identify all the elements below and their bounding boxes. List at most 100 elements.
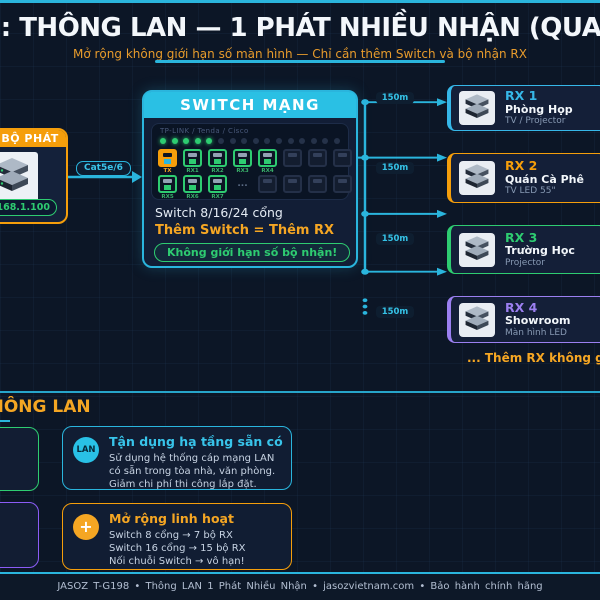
- led-indicator: [206, 138, 213, 144]
- port-label: RX1: [186, 168, 199, 174]
- port-empty: [308, 149, 327, 167]
- page-subtitle: Mở rộng không giới hạn số màn hình — Chỉ…: [72, 47, 528, 61]
- rx2-card: RX 2 Quán Cà Phê TV LED 55": [447, 153, 600, 203]
- top-accent-strip: [0, 0, 600, 3]
- rx4-id: RX 4: [505, 299, 538, 315]
- more-rx-note: ... Thêm RX không giới hạn!: [467, 351, 600, 365]
- led-indicator: [217, 138, 224, 144]
- benefit-body: Sử dụng hệ thống cáp mạng LAN có sẵn tro…: [109, 452, 275, 492]
- port-rx4: [258, 149, 277, 167]
- benefit-line: Giảm chi phí thi công lắp đặt.: [109, 479, 257, 491]
- rx4-card: RX 4 Showroom Màn hình LED: [447, 296, 600, 343]
- title-underline: [155, 60, 445, 63]
- port-empty: [333, 175, 352, 193]
- section-separator: [0, 391, 600, 393]
- lan-circle-icon: LAN: [73, 437, 99, 463]
- tx-transmitter-card: TX — BỘ PHÁT 192.168.1.100: [0, 128, 68, 224]
- led-indicator: [322, 138, 329, 144]
- port-row-1: TX RX1 RX2 RX3 RX4: [158, 149, 352, 174]
- footer-separator: [0, 572, 600, 575]
- transmitter-device-icon: [0, 158, 28, 191]
- unlimited-rx-badge: Không giới hạn số bộ nhận!: [154, 243, 351, 262]
- distance-label: 150m: [376, 92, 414, 104]
- switch-card-header: SWITCH MẠNG: [144, 92, 356, 118]
- port-empty: [283, 149, 302, 167]
- rx4-name: Showroom: [505, 314, 571, 328]
- page-title: CHẾ ĐỘ 2: THÔNG LAN — 1 PHÁT NHIỀU NHẬN …: [0, 13, 600, 43]
- benefit-card-cutoff-purple: [0, 502, 39, 568]
- footer-text: JASOZ T-G198 • Thông LAN 1 Phát Nhiều Nh…: [57, 581, 543, 592]
- benefit-body: Switch 8 cổng → 7 bộ RX Switch 16 cổng →…: [109, 529, 246, 569]
- led-indicator: [229, 138, 236, 144]
- rx1-card: RX 1 Phòng Họp TV / Projector: [447, 85, 600, 131]
- port-rx5: [158, 175, 177, 193]
- benefit-line: Sử dụng hệ thống cáp mạng LAN: [109, 453, 275, 464]
- port-empty: [258, 175, 277, 193]
- switch-faceplate: TP-LINK / Tenda / Cisco TX RX1 RX2 RX3 R…: [151, 123, 352, 200]
- rx1-device-image: [459, 91, 495, 125]
- port-label: RX6: [186, 194, 199, 200]
- led-indicator: [275, 138, 282, 144]
- rx1-id: RX 1: [505, 88, 538, 104]
- tx-card-header: TX — BỘ PHÁT: [0, 130, 66, 147]
- led-indicator: [183, 138, 190, 144]
- port-empty: [308, 175, 327, 193]
- rx2-id: RX 2: [505, 158, 538, 174]
- benefits-heading-underline: [0, 420, 10, 422]
- rx2-device: TV LED 55": [505, 186, 556, 197]
- distance-label: 150m: [376, 306, 414, 318]
- benefit-line: Nối chuỗi Switch → vô hạn!: [109, 556, 245, 568]
- port-label: RX7: [211, 194, 224, 200]
- benefit-title: Tận dụng hạ tầng sẵn có: [109, 434, 283, 449]
- led-indicator: [171, 138, 178, 144]
- port-empty: [283, 175, 302, 193]
- benefit-line: Switch 16 cổng → 15 bộ RX: [109, 543, 246, 555]
- switch-spec-text: Switch 8/16/24 cổng: [155, 205, 283, 220]
- port-label: TX: [163, 168, 172, 174]
- led-indicator: [299, 138, 306, 144]
- benefit-line: có sẵn trong tòa nhà, văn phòng.: [109, 466, 276, 478]
- rx4-device: Màn hình LED: [505, 327, 567, 338]
- led-indicator: [287, 138, 294, 144]
- port-label: RX5: [161, 194, 174, 200]
- rx3-device-image: [459, 232, 495, 267]
- rx2-name: Quán Cà Phê: [505, 172, 584, 186]
- benefit-card-expand: + Mở rộng linh hoạt Switch 8 cổng → 7 bộ…: [62, 503, 292, 570]
- switch-note-text: Thêm Switch = Thêm RX: [155, 223, 335, 238]
- benefit-line: Switch 8 cổng → 7 bộ RX: [109, 530, 233, 541]
- rx3-name: Trường Học: [505, 244, 575, 258]
- led-indicator: [160, 138, 166, 144]
- led-indicator: [252, 138, 259, 144]
- led-indicator: [241, 138, 248, 144]
- rx1-device: TV / Projector: [505, 116, 566, 127]
- port-rx6: [183, 175, 202, 193]
- port-label: RX3: [236, 168, 249, 174]
- rx3-card: RX 3 Trường Học Projector: [447, 225, 600, 274]
- benefit-card-lan: LAN Tận dụng hạ tầng sẵn có Sử dụng hệ t…: [62, 426, 292, 490]
- port-rx3: [233, 149, 252, 167]
- tx-device-image: [0, 152, 38, 202]
- ports-ellipsis: ...: [237, 179, 248, 189]
- footer-band: [0, 574, 600, 600]
- plus-circle-icon: +: [73, 514, 99, 540]
- cable-arrow: [68, 171, 142, 183]
- led-indicator: [264, 138, 271, 144]
- port-label: RX2: [211, 168, 224, 174]
- led-indicator: [333, 138, 340, 144]
- switch-card: SWITCH MẠNG TP-LINK / Tenda / Cisco TX R…: [142, 90, 358, 268]
- benefit-title: Mở rộng linh hoạt: [109, 511, 234, 526]
- tx-ip-badge: 192.168.1.100: [0, 199, 57, 216]
- led-row: [160, 138, 340, 144]
- distance-label: 150m: [376, 233, 414, 245]
- port-label: RX4: [261, 168, 274, 174]
- port-row-2: RX5 RX6 RX7 ...: [158, 175, 352, 200]
- led-indicator: [194, 138, 201, 144]
- rx3-id: RX 3: [505, 229, 538, 245]
- port-empty: [333, 149, 352, 167]
- port-rx1: [183, 149, 202, 167]
- benefit-card-cutoff-green: [0, 427, 39, 491]
- rx4-device-image: [459, 302, 495, 337]
- cable-label: Cat5e/6: [76, 161, 131, 176]
- switch-brands-label: TP-LINK / Tenda / Cisco: [160, 127, 249, 135]
